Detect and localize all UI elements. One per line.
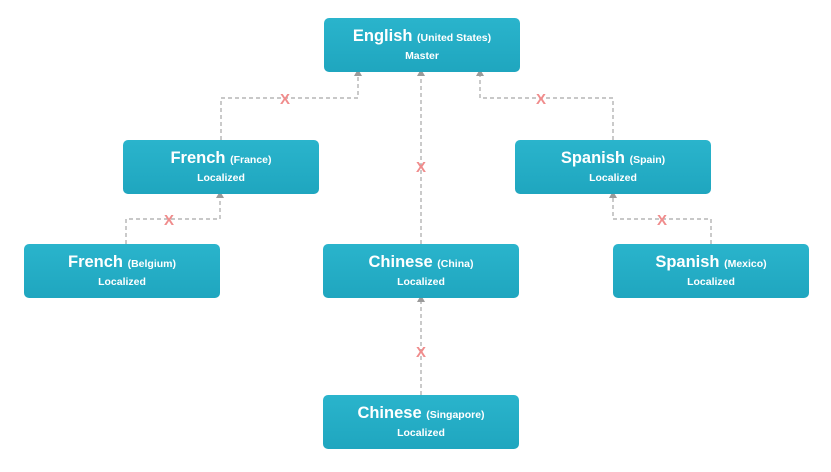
node-status: Localized xyxy=(687,276,735,288)
connector-spanish-es-to-english xyxy=(476,69,614,140)
node-language: Spanish xyxy=(560,149,625,167)
node-spanish-mexico[interactable]: Spanish (Mexico) Localized xyxy=(613,244,809,298)
connector-spanish-mx-to-spanish-es xyxy=(609,191,712,244)
node-status: Localized xyxy=(397,427,445,439)
node-language: Spanish xyxy=(655,253,720,271)
node-language: French xyxy=(170,149,226,167)
node-spanish-spain[interactable]: Spanish (Spain) Localized xyxy=(515,140,711,194)
node-region: (France) xyxy=(230,154,272,166)
node-chinese-singapore[interactable]: Chinese (Singapore) Localized xyxy=(323,395,519,449)
link-marker: X xyxy=(536,91,546,108)
node-status: Localized xyxy=(197,172,245,184)
node-region: (Belgium) xyxy=(127,258,177,270)
node-english-united-states[interactable]: English (United States) Master xyxy=(324,18,520,72)
link-marker: X xyxy=(280,91,290,108)
node-language: French xyxy=(67,253,123,271)
node-region: (United States) xyxy=(417,32,492,44)
node-status: Localized xyxy=(589,172,637,184)
node-language: English xyxy=(352,27,413,45)
node-region: (China) xyxy=(437,258,474,270)
node-language: Chinese xyxy=(357,404,422,422)
node-language: Chinese xyxy=(368,253,433,271)
link-marker: X xyxy=(416,344,426,361)
link-marker: X xyxy=(416,159,426,176)
node-status: Localized xyxy=(397,276,445,288)
node-french-belgium[interactable]: French (Belgium) Localized xyxy=(24,244,220,298)
node-region: (Mexico) xyxy=(724,258,767,270)
node-status: Localized xyxy=(98,276,146,288)
node-chinese-china[interactable]: Chinese (China) Localized xyxy=(323,244,519,298)
node-french-france[interactable]: French (France) Localized xyxy=(123,140,319,194)
link-marker: X xyxy=(164,212,174,229)
link-marker: X xyxy=(657,212,667,229)
node-region: (Singapore) xyxy=(426,409,485,421)
node-region: (Spain) xyxy=(629,154,666,166)
connector-french-be-to-french-fr xyxy=(125,191,224,244)
connector-french-fr-to-english xyxy=(220,69,362,140)
node-status: Master xyxy=(405,50,439,62)
